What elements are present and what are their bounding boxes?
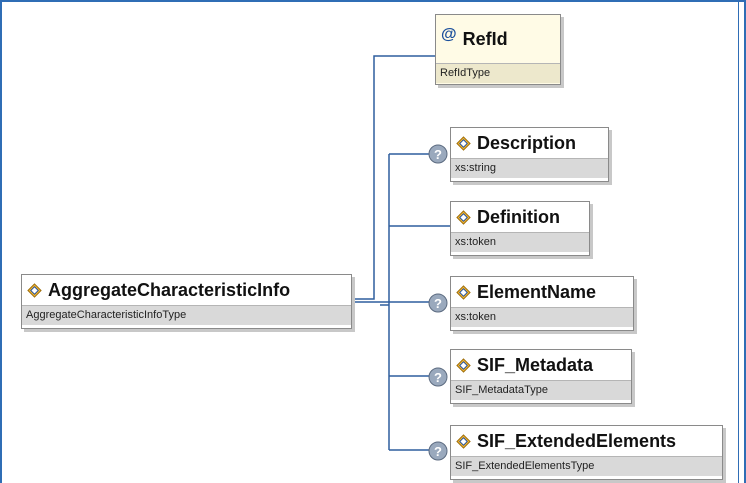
element-diamond-icon	[456, 284, 471, 300]
optional-question-icon: ?	[428, 144, 448, 164]
child-element-sif-metadata[interactable]: SIF_Metadata SIF_MetadataType	[450, 349, 632, 404]
svg-text:?: ?	[434, 296, 442, 311]
optional-question-icon: ?	[428, 441, 448, 461]
child-element-type: SIF_ExtendedElementsType	[451, 456, 722, 476]
child-element-type: xs:token	[451, 307, 633, 327]
attribute-type: RefIdType	[436, 63, 560, 83]
attribute-at-icon: @	[441, 26, 457, 43]
attribute-node-refid[interactable]: @ RefId RefIdType	[435, 14, 561, 85]
element-diamond-icon	[27, 282, 42, 298]
child-element-elementname[interactable]: ElementName xs:token	[450, 276, 634, 331]
optional-question-icon: ?	[428, 367, 448, 387]
child-element-type: xs:string	[451, 158, 608, 178]
element-diamond-icon	[456, 135, 471, 151]
optional-question-icon: ?	[428, 293, 448, 313]
child-element-type: xs:token	[451, 232, 589, 252]
root-element-type: AggregateCharacteristicInfoType	[22, 305, 351, 325]
child-element-sif-extendedelements[interactable]: SIF_ExtendedElements SIF_ExtendedElement…	[450, 425, 723, 480]
child-element-name: ElementName	[477, 281, 597, 302]
child-element-name: Definition	[477, 206, 560, 227]
element-diamond-icon	[456, 209, 471, 225]
element-diamond-icon	[456, 433, 471, 449]
child-element-name: SIF_Metadata	[477, 354, 594, 375]
child-element-name: SIF_ExtendedElements	[477, 430, 677, 451]
child-element-name: Description	[477, 132, 577, 153]
child-element-description[interactable]: Description xs:string	[450, 127, 609, 182]
element-diamond-icon	[456, 357, 471, 373]
connector-root-to-attribute	[352, 55, 435, 300]
attribute-name: RefId	[462, 28, 508, 49]
root-element-name: AggregateCharacteristicInfo	[48, 279, 291, 300]
svg-text:?: ?	[434, 370, 442, 385]
child-element-definition[interactable]: Definition xs:token	[450, 201, 590, 256]
child-element-type: SIF_MetadataType	[451, 380, 631, 400]
svg-text:?: ?	[434, 147, 442, 162]
frame-right-edge	[738, 2, 739, 483]
svg-text:?: ?	[434, 444, 442, 459]
root-element-node[interactable]: AggregateCharacteristicInfo AggregateCha…	[21, 274, 352, 329]
